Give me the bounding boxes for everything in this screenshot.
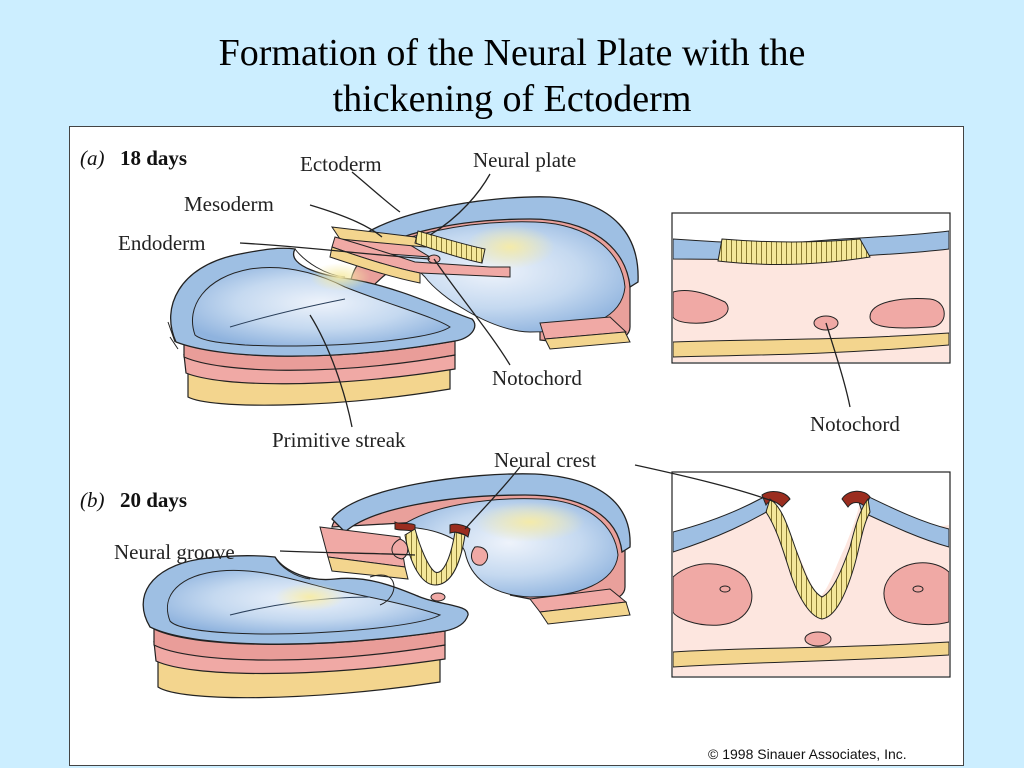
embryo-b-cut-face <box>319 521 489 602</box>
panel-b-leader-lines <box>279 464 776 556</box>
panel-a-days: 18 days <box>120 146 187 170</box>
panel-b-heading: (b) 20 days <box>80 488 187 512</box>
label-neural-groove: Neural groove <box>114 540 235 564</box>
panel-b-20-days <box>142 464 951 699</box>
panel-a-letter: (a) <box>80 146 105 170</box>
label-endoderm: Endoderm <box>118 231 205 255</box>
label-neural-plate: Neural plate <box>473 148 576 172</box>
panel-a-18-days <box>167 171 951 428</box>
panel-a-heading: (a) 18 days <box>80 146 187 170</box>
slide-title: Formation of the Neural Plate with the t… <box>0 30 1024 122</box>
embryo-b-front-piece <box>142 555 469 699</box>
slide-title-line-1: Formation of the Neural Plate with the <box>218 32 806 74</box>
label-notochord-section: Notochord <box>810 412 900 436</box>
embryo-a-front-piece <box>167 247 476 406</box>
slide-title-line-2: thickening of Ectoderm <box>332 78 692 120</box>
embryo-a-cut-face <box>329 230 511 284</box>
embryo-b-back-piece <box>331 473 631 625</box>
embryo-diagram-svg: (a) 18 days Ectoderm Neural plate Mesode… <box>80 146 951 762</box>
label-neural-crest: Neural crest <box>494 448 596 472</box>
cross-section-b <box>671 471 951 678</box>
cross-section-a <box>671 212 951 364</box>
copyright-notice: © 1998 Sinauer Associates, Inc. <box>708 746 907 762</box>
label-ectoderm: Ectoderm <box>300 152 382 176</box>
label-notochord: Notochord <box>492 366 582 390</box>
panel-b-letter: (b) <box>80 488 105 512</box>
label-mesoderm: Mesoderm <box>184 192 274 216</box>
embryo-diagram-figure: (a) 18 days Ectoderm Neural plate Mesode… <box>69 126 964 766</box>
panel-b-days: 20 days <box>120 488 187 512</box>
panel-a-leader-lines <box>239 171 851 428</box>
label-primitive-streak: Primitive streak <box>272 428 406 452</box>
